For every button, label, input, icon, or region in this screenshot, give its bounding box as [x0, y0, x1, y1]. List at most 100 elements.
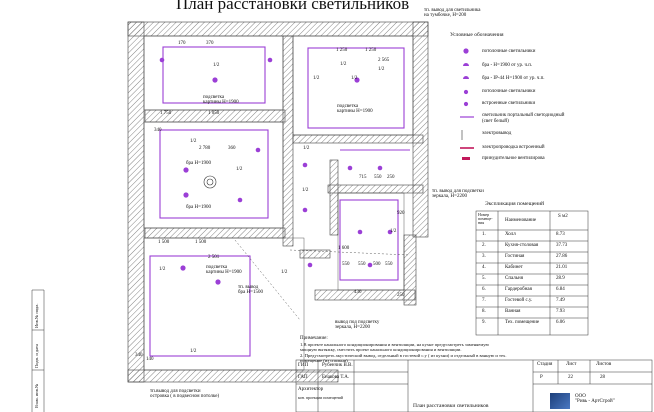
- stamp-role: Архитектор: [298, 387, 324, 392]
- dim: 1/2: [303, 146, 310, 151]
- dim: 140: [146, 357, 154, 362]
- table-cell: Тех. помещение: [505, 320, 540, 325]
- table-cell: 7.: [482, 298, 486, 303]
- legend-item: принудительное вентилирова: [482, 156, 545, 161]
- stamp-sheets: 28: [600, 375, 605, 380]
- annotation-lamp-1: подсветка картины Н=1900: [203, 95, 239, 106]
- stamp-company: ООО "Ривь - АртСтрой": [575, 394, 615, 405]
- stamp-role: ГАП: [298, 375, 308, 380]
- table-cell: 3.: [482, 254, 486, 259]
- dim: 550: [385, 262, 393, 267]
- annotation-bra-1: бра Н=1900: [186, 161, 211, 166]
- table-cell: 9.: [482, 320, 486, 325]
- table-cell: 6.: [482, 287, 486, 292]
- chandelier-icon: [203, 175, 217, 189]
- table-cell: 4.: [482, 265, 486, 270]
- table-cell: 27.86: [556, 254, 568, 259]
- annotation-lamp-3: подсветка картины Н=1900: [206, 265, 242, 276]
- table-cell: 1.: [482, 232, 486, 237]
- table-cell: Кухня-столовая: [505, 243, 539, 248]
- walls: [127, 21, 429, 383]
- led-strips: [149, 46, 410, 357]
- annotation-tp-pit: тп. вывод бра Н=1500: [238, 285, 263, 296]
- side-label: Взам. инв.№: [34, 383, 39, 408]
- dim: 1/2: [313, 76, 320, 81]
- stamp-header: Стадия: [537, 362, 553, 367]
- explication-grid: [475, 210, 589, 336]
- stamp-header: Лист: [566, 362, 577, 367]
- table-cell: Гардеробная: [505, 287, 532, 292]
- dim: 550: [374, 175, 382, 180]
- stamp-name: Рубенчик В.В.: [322, 363, 353, 368]
- dim: 2 780: [199, 146, 211, 151]
- stamp-sheet: 22: [568, 375, 573, 380]
- dim: 1 500: [158, 240, 170, 245]
- table-header: S м2: [558, 214, 568, 219]
- dim: 1/2: [190, 139, 197, 144]
- dim: 370: [206, 41, 214, 46]
- dim: 340: [135, 353, 143, 358]
- notes-heading: Примечание:: [300, 336, 328, 341]
- explication-heading: Экспликация помещений: [485, 201, 545, 207]
- dim: 1 600: [338, 246, 350, 251]
- legend-item: бра - IP-44 Н=1900 от ур. ч.п.: [482, 76, 545, 81]
- dim: 170: [178, 41, 186, 46]
- company-logo: [550, 393, 570, 409]
- stamp-extra: кон. проекции помещений: [298, 395, 343, 400]
- dim: 250: [397, 293, 405, 298]
- dim: 1/2: [390, 229, 397, 234]
- legend-item: электровывод: [482, 131, 512, 136]
- dim: 1/2: [378, 67, 385, 72]
- stamp-name: Енакова Т.А.: [322, 375, 350, 380]
- dim: 1 750: [160, 111, 172, 116]
- table-cell: 6.84: [556, 287, 565, 292]
- dim: 550: [358, 262, 366, 267]
- dim: 2 501: [208, 255, 220, 260]
- ceiling-lights: [159, 57, 393, 285]
- page-title: План расстановки светильников: [176, 0, 410, 13]
- table-header: Наименование: [505, 218, 537, 223]
- dim: 1/2: [159, 267, 166, 272]
- legend-item: электропроводка встроенный: [482, 145, 545, 150]
- table-cell: 7.49: [556, 298, 565, 303]
- dim: 2 565: [378, 58, 390, 63]
- dim: 1/2: [351, 76, 358, 81]
- table-header: Номер помеще-ния: [478, 212, 493, 226]
- table-cell: Гостиная: [505, 254, 525, 259]
- table-cell: Холл: [505, 232, 516, 237]
- legend-heading: Условные обозначения: [450, 32, 504, 38]
- dim: 1/2: [340, 62, 347, 67]
- dim: 360: [228, 146, 236, 151]
- table-cell: 6.06: [556, 320, 565, 325]
- legend-item: бра - Н=1900 от ур. ч.п.: [482, 63, 533, 68]
- stamp-sheet-title: План расстановки светильников: [413, 403, 489, 409]
- table-cell: Ванная: [505, 309, 521, 314]
- dim: 715: [359, 175, 367, 180]
- dim: 1/2: [236, 167, 243, 172]
- annotation-top-note: тп. вывод для светильника на тумбочке, Н…: [424, 8, 481, 19]
- table-cell: Гостевой с.у.: [505, 298, 533, 303]
- table-cell: 5.: [482, 276, 486, 281]
- annotation-lamp-2: подсветка картины Н=1900: [337, 104, 373, 115]
- stamp-header: Листов: [596, 362, 612, 367]
- dim: 1 250: [336, 48, 348, 53]
- table-cell: 7.93: [556, 309, 565, 314]
- dim: 500: [373, 262, 381, 267]
- side-label: Подп. и дата: [34, 343, 39, 368]
- dim: 430: [354, 290, 362, 295]
- table-cell: 8.: [482, 309, 486, 314]
- legend-item: потолочные светильники: [482, 89, 536, 94]
- table-cell: 37.73: [556, 243, 568, 248]
- legend-item: светильник портальный светодиодный (свет…: [482, 113, 565, 124]
- inner-lines: [143, 35, 414, 371]
- dim: 340: [154, 128, 162, 133]
- legend-item: потолочные светильники: [482, 49, 536, 54]
- table-cell: 8.73: [556, 232, 565, 237]
- side-frame: [31, 289, 45, 412]
- dim: 1/2: [213, 63, 220, 68]
- table-cell: 28.9: [556, 276, 565, 281]
- notes-text: 1.В проекте канального кондиционирования…: [300, 342, 507, 364]
- dim: 920: [397, 211, 405, 216]
- dim: 1 050: [208, 111, 220, 116]
